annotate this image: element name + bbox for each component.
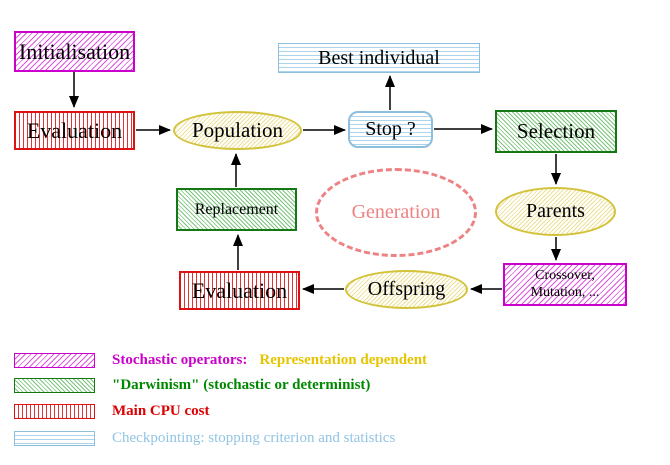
node-initialisation: Initialisation bbox=[14, 31, 135, 72]
legend-row-stochastic: Stochastic operators: Representation depe… bbox=[14, 352, 427, 369]
node-generation: Generation bbox=[315, 168, 477, 257]
node-initialisation-label: Initialisation bbox=[18, 38, 131, 64]
node-evaluation-top: Evaluation bbox=[14, 111, 135, 150]
node-parents-label: Parents bbox=[526, 200, 585, 222]
node-evaluation-bottom-label: Evaluation bbox=[191, 277, 288, 303]
node-crossover-mutation: Crossover, Mutation, ... bbox=[503, 263, 627, 306]
legend-swatch-checkpointing bbox=[14, 431, 95, 446]
legend-label-representation-dependent: Representation dependent bbox=[259, 352, 428, 368]
node-stop-label: Stop ? bbox=[365, 118, 416, 140]
legend-swatch-darwinism bbox=[14, 378, 95, 393]
legend-row-checkpointing: Checkpointing: stopping criterion and st… bbox=[14, 430, 395, 447]
node-stop: Stop ? bbox=[348, 111, 433, 148]
legend-label-darwinism: "Darwinism" (stochastic or determinist) bbox=[112, 377, 371, 393]
node-replacement-label: Replacement bbox=[194, 200, 279, 218]
node-crossover-mutation-label: Crossover, Mutation, ... bbox=[531, 268, 600, 302]
crossover-line2: Mutation, ... bbox=[530, 284, 600, 300]
node-population: Population bbox=[173, 111, 302, 150]
node-replacement: Replacement bbox=[176, 188, 297, 231]
node-evaluation-bottom: Evaluation bbox=[179, 271, 300, 310]
crossover-line1: Crossover, bbox=[535, 267, 595, 283]
node-selection-label: Selection bbox=[516, 119, 596, 143]
legend-swatch-stochastic bbox=[14, 353, 95, 368]
legend-row-cpu-cost: Main CPU cost bbox=[14, 403, 210, 420]
legend-swatch-cpu-cost bbox=[14, 404, 95, 419]
legend-label-checkpointing: Checkpointing: stopping criterion and st… bbox=[112, 430, 396, 446]
node-parents: Parents bbox=[495, 187, 616, 236]
legend-row-darwinism: "Darwinism" (stochastic or determinist) bbox=[14, 377, 370, 394]
node-generation-label: Generation bbox=[351, 201, 441, 223]
node-evaluation-top-label: Evaluation bbox=[26, 117, 123, 143]
node-best-individual: Best individual bbox=[278, 43, 480, 73]
legend-label-stochastic: Stochastic operators: bbox=[112, 352, 248, 368]
legend-label-cpu-cost: Main CPU cost bbox=[112, 403, 210, 419]
node-population-label: Population bbox=[191, 118, 283, 142]
node-selection: Selection bbox=[495, 110, 617, 153]
node-offspring: Offspring bbox=[345, 270, 468, 309]
node-offspring-label: Offspring bbox=[367, 278, 446, 300]
node-best-individual-label: Best individual bbox=[318, 46, 440, 69]
